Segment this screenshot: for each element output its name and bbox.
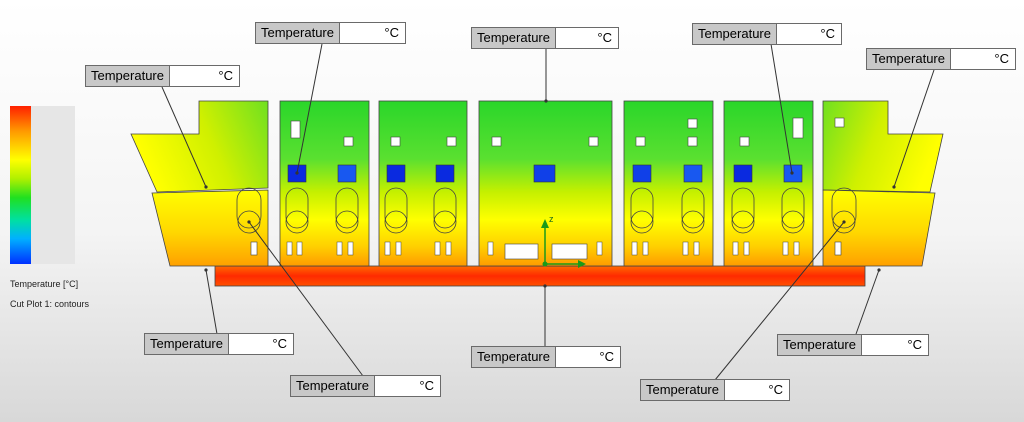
module-2 <box>378 100 468 267</box>
probe-value-field <box>374 376 420 396</box>
probe-value-field <box>228 334 273 354</box>
temperature-probe-callout[interactable]: Temperature °C <box>866 48 1016 70</box>
probe-label: Temperature <box>693 24 777 44</box>
legend-color-bar <box>10 106 31 264</box>
probe-unit: °C <box>599 347 620 367</box>
module-5 <box>723 100 814 267</box>
probe-unit: °C <box>907 335 928 355</box>
probe-value-field <box>169 66 219 86</box>
triad-z-label: z <box>549 214 554 224</box>
probe-unit: °C <box>218 66 239 86</box>
probe-value-field <box>339 23 385 43</box>
probe-value-field <box>861 335 908 355</box>
leader-lines <box>161 43 935 381</box>
probe-unit: °C <box>597 28 618 48</box>
base-plate <box>214 265 866 287</box>
temperature-probe-callout[interactable]: Temperature °C <box>144 333 294 355</box>
probe-value-field <box>776 24 821 44</box>
probe-label: Temperature <box>641 380 725 400</box>
legend-title: Temperature [°C] <box>10 279 79 289</box>
probe-unit: °C <box>419 376 440 396</box>
probe-value-field <box>950 49 995 69</box>
probe-label: Temperature <box>86 66 170 86</box>
module-4 <box>623 100 714 267</box>
probe-value-field <box>555 347 600 367</box>
temperature-probe-callout[interactable]: Temperature °C <box>290 375 441 397</box>
probe-unit: °C <box>384 23 405 43</box>
legend-subtitle: Cut Plot 1: contours <box>10 299 90 309</box>
left-side-section <box>130 100 269 267</box>
temperature-probe-callout[interactable]: Temperature °C <box>471 27 619 49</box>
probe-value-field <box>724 380 769 400</box>
module-1 <box>279 100 370 267</box>
probe-label: Temperature <box>472 28 556 48</box>
probe-label: Temperature <box>256 23 340 43</box>
temperature-probe-callout[interactable]: Temperature °C <box>692 23 842 45</box>
probe-label: Temperature <box>291 376 375 396</box>
temperature-probe-callout[interactable]: Temperature °C <box>85 65 240 87</box>
temperature-probe-callout[interactable]: Temperature °C <box>255 22 406 44</box>
probe-unit: °C <box>768 380 789 400</box>
probe-label: Temperature <box>472 347 556 367</box>
probe-unit: °C <box>272 334 293 354</box>
probe-label: Temperature <box>145 334 229 354</box>
probe-label: Temperature <box>778 335 862 355</box>
temperature-probe-callout[interactable]: Temperature °C <box>471 346 621 368</box>
probe-points <box>204 99 896 288</box>
coordinate-triad: z <box>541 214 586 268</box>
temperature-probe-callout[interactable]: Temperature °C <box>777 334 929 356</box>
temperature-probe-callout[interactable]: Temperature °C <box>640 379 790 401</box>
legend-value-panel <box>31 106 75 264</box>
probe-unit: °C <box>820 24 841 44</box>
right-side-section <box>822 100 944 267</box>
probe-value-field <box>555 28 598 48</box>
probe-unit: °C <box>994 49 1015 69</box>
probe-label: Temperature <box>867 49 951 69</box>
